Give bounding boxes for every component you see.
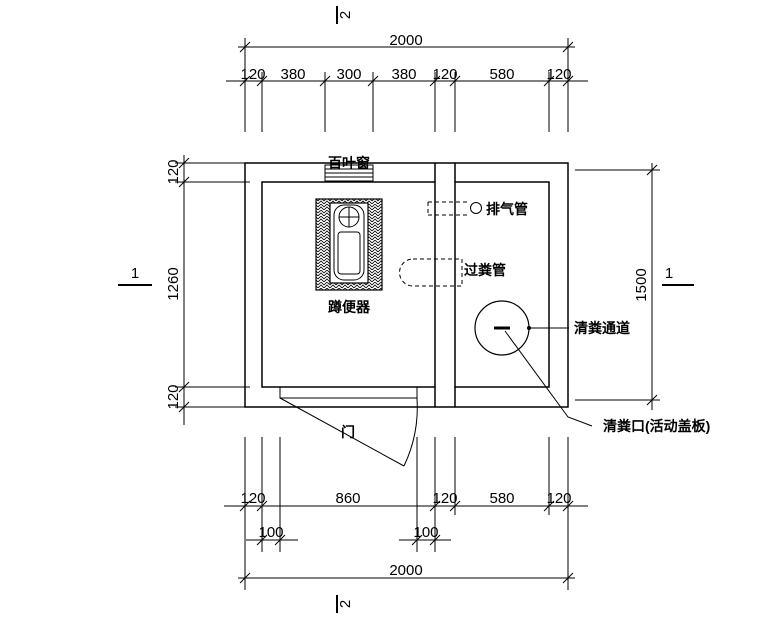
bottom-dim-seg: 120 <box>432 490 457 507</box>
section-mark-left: 1 <box>131 265 139 282</box>
left-dim: 1260 <box>165 267 182 300</box>
door-jamb-dim: 100 <box>258 524 283 541</box>
door-label: 门 <box>341 424 355 440</box>
bottom-dim-seg: 120 <box>546 490 571 507</box>
top-dim-seg: 120 <box>432 66 457 83</box>
door-jamb-dim: 100 <box>413 524 438 541</box>
left-dim: 120 <box>165 159 182 184</box>
bottom-dimensions <box>224 437 588 590</box>
top-dim-seg: 580 <box>489 66 514 83</box>
bottom-dim-seg: 120 <box>240 490 265 507</box>
section-mark-top: 2 <box>337 11 354 19</box>
bottom-dim-seg: 860 <box>335 490 360 507</box>
left-dimensions <box>175 155 250 425</box>
louver-window-label: 百叶窗 <box>328 155 370 171</box>
vent-pipe-label: 排气管 <box>486 201 528 217</box>
left-dim: 120 <box>165 384 182 409</box>
sewage-pipe <box>399 258 463 287</box>
cleanout-opening <box>474 300 593 427</box>
top-dim-seg: 120 <box>240 66 265 83</box>
louver-window <box>324 164 374 182</box>
bottom-dim-seg: 580 <box>489 490 514 507</box>
top-dim-seg: 380 <box>280 66 305 83</box>
top-overall-dim: 2000 <box>389 32 422 49</box>
top-dimensions <box>226 38 588 132</box>
section-marks <box>118 6 694 613</box>
section-mark-right: 1 <box>665 265 673 282</box>
right-dimension <box>575 163 660 410</box>
section-mark-bottom: 2 <box>337 600 354 608</box>
door <box>279 386 418 467</box>
squat-toilet-label: 蹲便器 <box>328 299 371 315</box>
top-dim-seg: 380 <box>391 66 416 83</box>
walls <box>244 162 569 408</box>
vent-pipe <box>427 201 482 216</box>
top-dim-seg: 120 <box>546 66 571 83</box>
right-dim: 1500 <box>633 268 650 301</box>
squat-toilet <box>315 198 383 291</box>
bottom-overall-dim: 2000 <box>389 562 422 579</box>
cleanout-channel-label: 清粪通道 <box>574 320 630 336</box>
sewage-pipe-label: 过粪管 <box>464 262 506 278</box>
cleanout-opening-label: 清粪口(活动盖板) <box>603 418 710 434</box>
top-dim-seg: 300 <box>336 66 361 83</box>
